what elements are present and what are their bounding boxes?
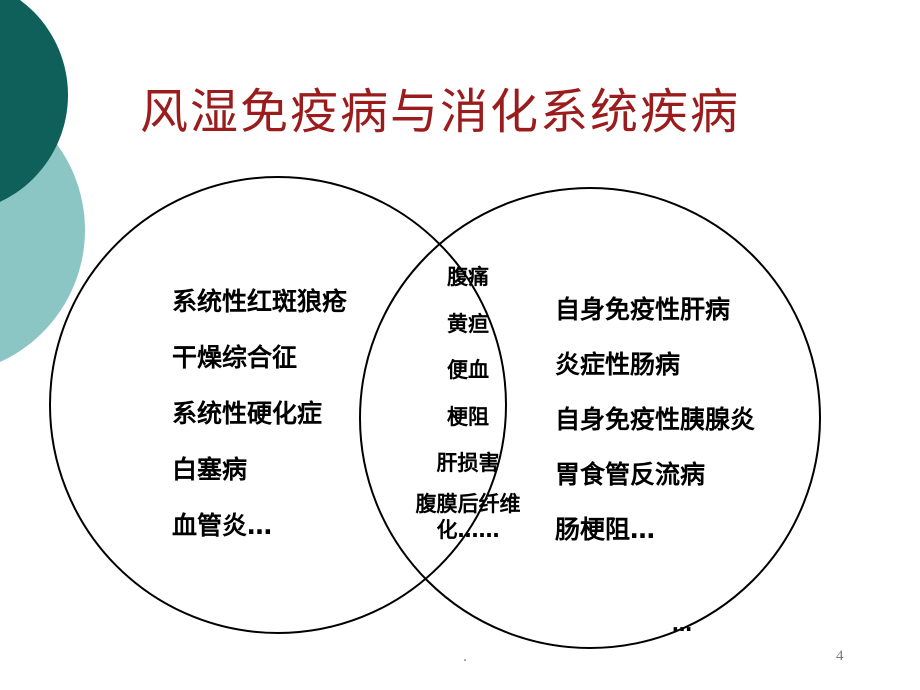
overlap-item: 黄疸 [447, 311, 489, 336]
right-item: 自身免疫性胰腺炎 [555, 405, 756, 434]
footer-mark: . [463, 650, 468, 665]
venn-right-circle [359, 187, 821, 649]
overlap-item: 便血 [447, 358, 489, 382]
right-item: 自身免疫性肝病 [555, 295, 731, 324]
page-number: 4 [836, 648, 844, 664]
overlap-item: 腹膜后纤维化…… [415, 491, 521, 542]
decor-dark-circle [0, 0, 68, 202]
overlap-item: 腹痛 [447, 265, 489, 289]
right-item: 炎症性肠病 [555, 350, 681, 379]
slide-title: 风湿免疫病与消化系统疾病 [140, 84, 741, 140]
overlap-item: 肝损害 [436, 451, 500, 475]
venn-left-circle [49, 176, 507, 634]
overlap-item: 梗阻 [447, 404, 489, 429]
left-item: 系统性硬化症 [172, 399, 323, 428]
corner-decoration [0, 0, 85, 362]
overlap-symptom-list: 腹痛 黄疸 便血 梗阻 肝损害 腹膜后纤维化…… [398, 258, 538, 543]
left-item: 血管炎… [172, 511, 273, 540]
right-item: 胃食管反流病 [555, 460, 706, 489]
right-disease-list: 自身免疫性肝病 炎症性肠病 自身免疫性胰腺炎 胃食管反流病 肠梗阻… [555, 288, 755, 563]
left-item: 干燥综合征 [172, 343, 298, 372]
right-item: 肠梗阻… [555, 515, 656, 544]
left-disease-list: 系统性红斑狼疮 干燥综合征 系统性硬化症 白塞病 血管炎… [172, 280, 347, 560]
left-item: 白塞病 [172, 455, 248, 484]
left-item: 系统性红斑狼疮 [172, 287, 348, 316]
right-tail-ellipsis: … [672, 612, 692, 636]
